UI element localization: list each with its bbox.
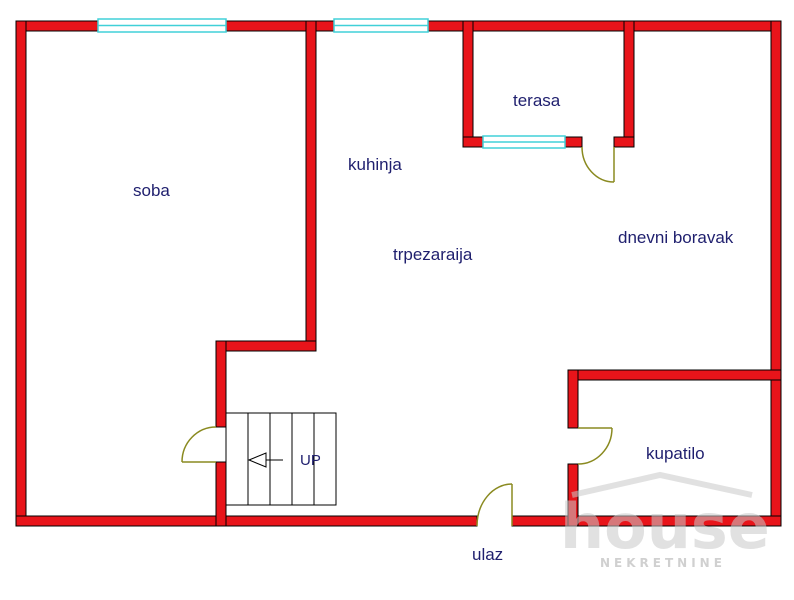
wall-top-middle <box>225 20 335 32</box>
stair-arrow-icon <box>247 452 283 468</box>
wall-top-left <box>15 20 99 32</box>
label-kuhinja: kuhinja <box>348 155 402 174</box>
wall-stair-top <box>215 340 317 352</box>
wall-terasa-bottom-right <box>564 136 583 148</box>
door-kupatilo <box>577 427 613 465</box>
wall-left <box>15 20 27 527</box>
wall-stair-left-upper <box>215 340 227 428</box>
wall-right <box>770 20 782 527</box>
door-soba <box>181 426 217 463</box>
wall-top-right <box>427 20 782 32</box>
window-kuhinja <box>333 18 429 33</box>
windows <box>97 18 566 149</box>
watermark-roof-icon <box>571 471 753 498</box>
watermark-tagline: NEKRETNINE <box>600 556 726 570</box>
label-kupatilo: kupatilo <box>646 444 705 463</box>
label-trpezarija: trpezaraija <box>393 245 473 264</box>
wall-terasa-left <box>462 20 474 148</box>
wall-stair-left-lower <box>215 461 227 527</box>
doors <box>181 146 615 527</box>
wall-terasa-bottom-left <box>462 136 484 148</box>
wall-terasa-bottom-right2 <box>613 136 635 148</box>
label-soba: soba <box>133 181 170 200</box>
wall-terasa-right <box>623 20 635 148</box>
label-terasa: terasa <box>513 91 561 110</box>
wall-bottom-left <box>15 515 478 527</box>
wall-kupatilo-top <box>567 369 782 381</box>
watermark-brand: house <box>560 490 770 563</box>
label-dnevni-boravak: dnevni boravak <box>618 228 734 247</box>
watermark-logo: house NEKRETNINE <box>560 471 770 570</box>
wall-soba-right <box>305 20 317 352</box>
label-ulaz: ulaz <box>472 545 503 564</box>
window-soba <box>97 18 227 33</box>
stairs <box>225 412 337 506</box>
door-entrance <box>476 483 513 527</box>
label-stairs-up: UP <box>300 452 321 469</box>
wall-kupatilo-left-upper <box>567 369 579 429</box>
window-terasa <box>482 135 566 149</box>
door-terasa <box>581 146 615 183</box>
